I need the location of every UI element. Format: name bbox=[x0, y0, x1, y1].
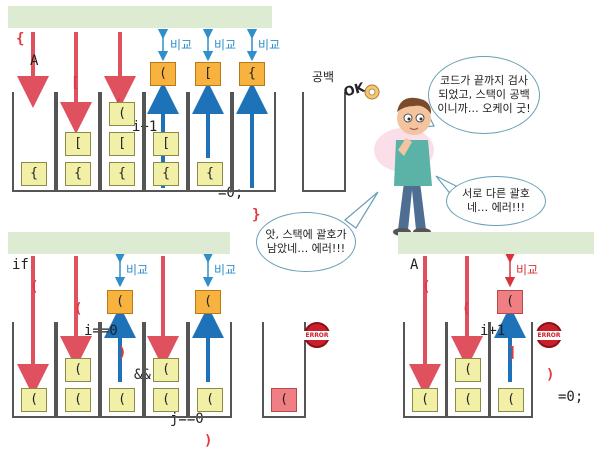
stack-container bbox=[100, 322, 144, 418]
code-token: [ bbox=[71, 75, 80, 91]
stack-container bbox=[188, 322, 232, 418]
code-token: { bbox=[16, 31, 25, 47]
code-token: =0; bbox=[218, 185, 244, 201]
stack-cell: ( bbox=[412, 388, 438, 412]
stack-container bbox=[12, 92, 56, 192]
speech-bubble-leftover: 앗, 스택에 괄호가 남았네… 에러!!! bbox=[256, 212, 356, 272]
code-token: A bbox=[410, 257, 419, 273]
mid-left-code-bar bbox=[8, 232, 230, 254]
code-token: ] bbox=[508, 345, 517, 361]
code-token: =0; bbox=[558, 389, 584, 405]
stack-container bbox=[56, 322, 100, 418]
stack-container bbox=[100, 92, 144, 192]
character-illustration bbox=[364, 84, 434, 236]
compare-label: 비교 bbox=[126, 263, 149, 277]
stack-container bbox=[12, 322, 56, 418]
bubble-text: 앗, 스택에 괄호가 남았네… 에러!!! bbox=[265, 228, 347, 255]
compare-label: 비교 bbox=[258, 38, 281, 52]
mismatch-cell: ( bbox=[497, 290, 523, 314]
empty-stack-label: 공백 bbox=[312, 70, 335, 84]
code-token: } bbox=[252, 207, 261, 223]
stack-cell: ( bbox=[197, 388, 223, 412]
code-token: ) bbox=[546, 367, 555, 383]
compare-label: 비교 bbox=[214, 263, 237, 277]
stack-container-leftover bbox=[262, 322, 306, 418]
stack-cell: [ bbox=[153, 132, 179, 156]
leftover-cell: ( bbox=[271, 388, 297, 412]
compare-label: 비교 bbox=[214, 38, 237, 52]
stack-cell: ( bbox=[21, 388, 47, 412]
mid-right-code-bar bbox=[398, 232, 594, 254]
compare-label: 비교 bbox=[170, 38, 193, 52]
stack-container bbox=[56, 92, 100, 192]
bubble-text: 코드가 끝까지 검사되었고, 스택이 공백이니까… 오케이 굿! bbox=[437, 74, 531, 115]
popped-cell: { bbox=[239, 62, 265, 86]
stack-cell: ( bbox=[498, 388, 524, 412]
popped-cell: ( bbox=[107, 290, 133, 314]
code-token: i+1 bbox=[480, 323, 506, 339]
stack-cell: ( bbox=[109, 388, 135, 412]
stack-cell: ( bbox=[455, 388, 481, 412]
bubble-tail bbox=[344, 191, 379, 229]
error-label: ERROR bbox=[536, 330, 562, 340]
code-token: A bbox=[30, 53, 39, 69]
stack-container bbox=[489, 322, 533, 418]
code-token: ( bbox=[462, 301, 471, 317]
stack-cell: { bbox=[109, 162, 135, 186]
code-token: ) bbox=[204, 433, 213, 449]
speech-bubble-ok: 코드가 끝까지 검사되었고, 스택이 공백이니까… 오케이 굿! bbox=[428, 56, 540, 134]
popped-cell: [ bbox=[195, 62, 221, 86]
stack-container bbox=[144, 92, 188, 192]
stack-container-empty bbox=[302, 92, 346, 192]
code-token: ( bbox=[30, 279, 39, 295]
stack-cell: ( bbox=[65, 388, 91, 412]
speech-bubble-mismatch: 서로 다른 괄호네… 에러!!! bbox=[446, 176, 546, 226]
stack-container bbox=[144, 322, 188, 418]
error-label: ERROR bbox=[304, 330, 330, 340]
top-code-bar bbox=[8, 6, 272, 28]
stack-cell: ( bbox=[109, 102, 135, 126]
stack-cell: { bbox=[21, 162, 47, 186]
bubble-text: 서로 다른 괄호네… 에러!!! bbox=[462, 187, 530, 214]
error-icon: ERROR bbox=[536, 322, 562, 348]
mid-right-code-line: A ( ( i+1 ] ) =0; bbox=[410, 232, 583, 408]
code-token: ) bbox=[118, 345, 127, 361]
diagram-overlay bbox=[17, 28, 526, 396]
stack-cell: [ bbox=[65, 132, 91, 156]
popped-cell: ( bbox=[150, 62, 176, 86]
stack-cell: { bbox=[197, 162, 223, 186]
stack-container bbox=[188, 92, 232, 192]
stack-cell: ( bbox=[153, 358, 179, 382]
stack-cell: ( bbox=[65, 358, 91, 382]
code-token: ( bbox=[422, 279, 431, 295]
compare-label: 비교 bbox=[516, 263, 539, 277]
code-token: j==0 bbox=[170, 411, 204, 427]
error-icon: ERROR bbox=[304, 322, 330, 348]
stack-cell: ( bbox=[455, 358, 481, 382]
popped-cell: ( bbox=[195, 290, 221, 314]
code-token: if bbox=[12, 257, 29, 273]
stack-cell: ( bbox=[153, 388, 179, 412]
stack-cell: { bbox=[65, 162, 91, 186]
stack-cell: { bbox=[153, 162, 179, 186]
code-token: ( bbox=[74, 301, 83, 317]
stack-container bbox=[232, 92, 276, 192]
stack-cell: [ bbox=[109, 132, 135, 156]
